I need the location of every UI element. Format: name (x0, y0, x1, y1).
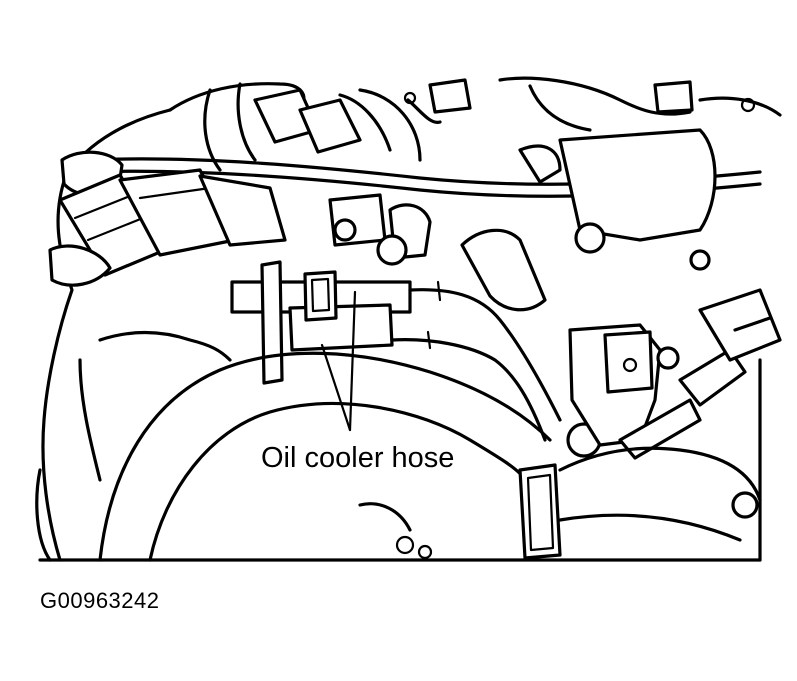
thermostat-housing (358, 446, 762, 560)
engine-outline (35, 108, 762, 562)
sensor-bracket (568, 288, 782, 460)
oil-cooler-hoses (230, 260, 602, 458)
central-fittings (328, 128, 717, 271)
callout-leaders (320, 290, 357, 432)
oil-cooler-hose-label: Oil cooler hose (258, 441, 458, 475)
intake-runners (48, 168, 287, 287)
radiator-hose (78, 330, 552, 562)
figure-id: G00963242 (40, 588, 160, 613)
coolant-outlet-tube (460, 228, 547, 312)
injector-cluster (168, 76, 782, 172)
